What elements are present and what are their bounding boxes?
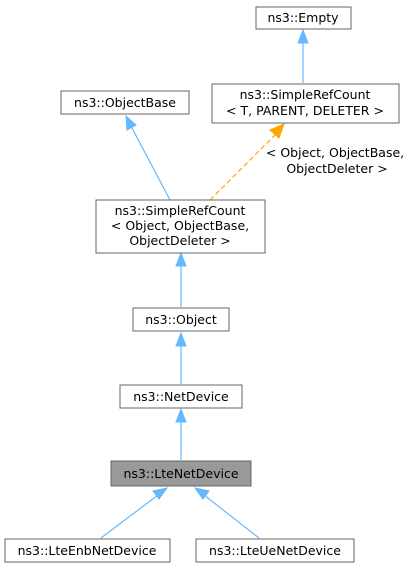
node-simplerefcount-object-line-3: ObjectDeleter >: [129, 233, 230, 248]
arrowhead-empty: [297, 28, 309, 44]
arrowhead-ltenetdevice-right: [193, 487, 210, 500]
node-ltenetdevice-label: ns3::LteNetDevice: [123, 466, 238, 481]
node-simplerefcount-template-line-1: ns3::SimpleRefCount: [240, 87, 371, 102]
edge-template-instantiation: [209, 133, 277, 201]
template-edge-label: < Object, ObjectBase, ObjectDeleter >: [266, 145, 408, 176]
edge-simplerefcount-object-to-objectbase: [131, 127, 171, 201]
node-netdevice[interactable]: ns3::NetDevice: [119, 384, 243, 409]
template-edge-label-line-2: ObjectDeleter >: [286, 161, 387, 176]
arrowhead-template: [269, 123, 285, 139]
arrowhead-simplerefcount-object: [175, 251, 187, 267]
node-empty[interactable]: ns3::Empty: [255, 6, 352, 30]
node-lteuenetdevice-label: ns3::LteUeNetDevice: [209, 543, 341, 558]
node-object-label: ns3::Object: [145, 312, 217, 327]
node-empty-label: ns3::Empty: [267, 10, 339, 25]
edge-lteenb-to-ltenetdevice: [100, 494, 159, 539]
node-lteenbnetdevice[interactable]: ns3::LteEnbNetDevice: [4, 538, 171, 563]
arrowhead-netdevice: [175, 407, 187, 423]
node-lteenbnetdevice-label: ns3::LteEnbNetDevice: [18, 543, 157, 558]
edges: [100, 28, 309, 539]
node-simplerefcount-template[interactable]: ns3::SimpleRefCount < T, PARENT, DELETER…: [211, 83, 400, 124]
node-object[interactable]: ns3::Object: [132, 307, 230, 332]
node-netdevice-label: ns3::NetDevice: [133, 389, 229, 404]
node-simplerefcount-object-line-2: < Object, ObjectBase,: [111, 218, 249, 233]
arrowhead-ltenetdevice-left: [152, 487, 169, 500]
node-lteuenetdevice[interactable]: ns3::LteUeNetDevice: [195, 538, 355, 563]
node-objectbase[interactable]: ns3::ObjectBase: [60, 90, 190, 115]
node-simplerefcount-object-line-1: ns3::SimpleRefCount: [115, 203, 246, 218]
arrowhead-object: [175, 331, 187, 347]
template-edge-label-line-1: < Object, ObjectBase,: [266, 145, 404, 160]
node-ltenetdevice[interactable]: ns3::LteNetDevice: [110, 460, 252, 487]
arrowhead-objectbase: [125, 114, 137, 131]
edge-lteue-to-ltenetdevice: [203, 494, 260, 539]
node-objectbase-label: ns3::ObjectBase: [74, 95, 176, 110]
node-simplerefcount-object[interactable]: ns3::SimpleRefCount < Object, ObjectBase…: [95, 199, 266, 254]
node-simplerefcount-template-line-2: < T, PARENT, DELETER >: [226, 103, 384, 118]
